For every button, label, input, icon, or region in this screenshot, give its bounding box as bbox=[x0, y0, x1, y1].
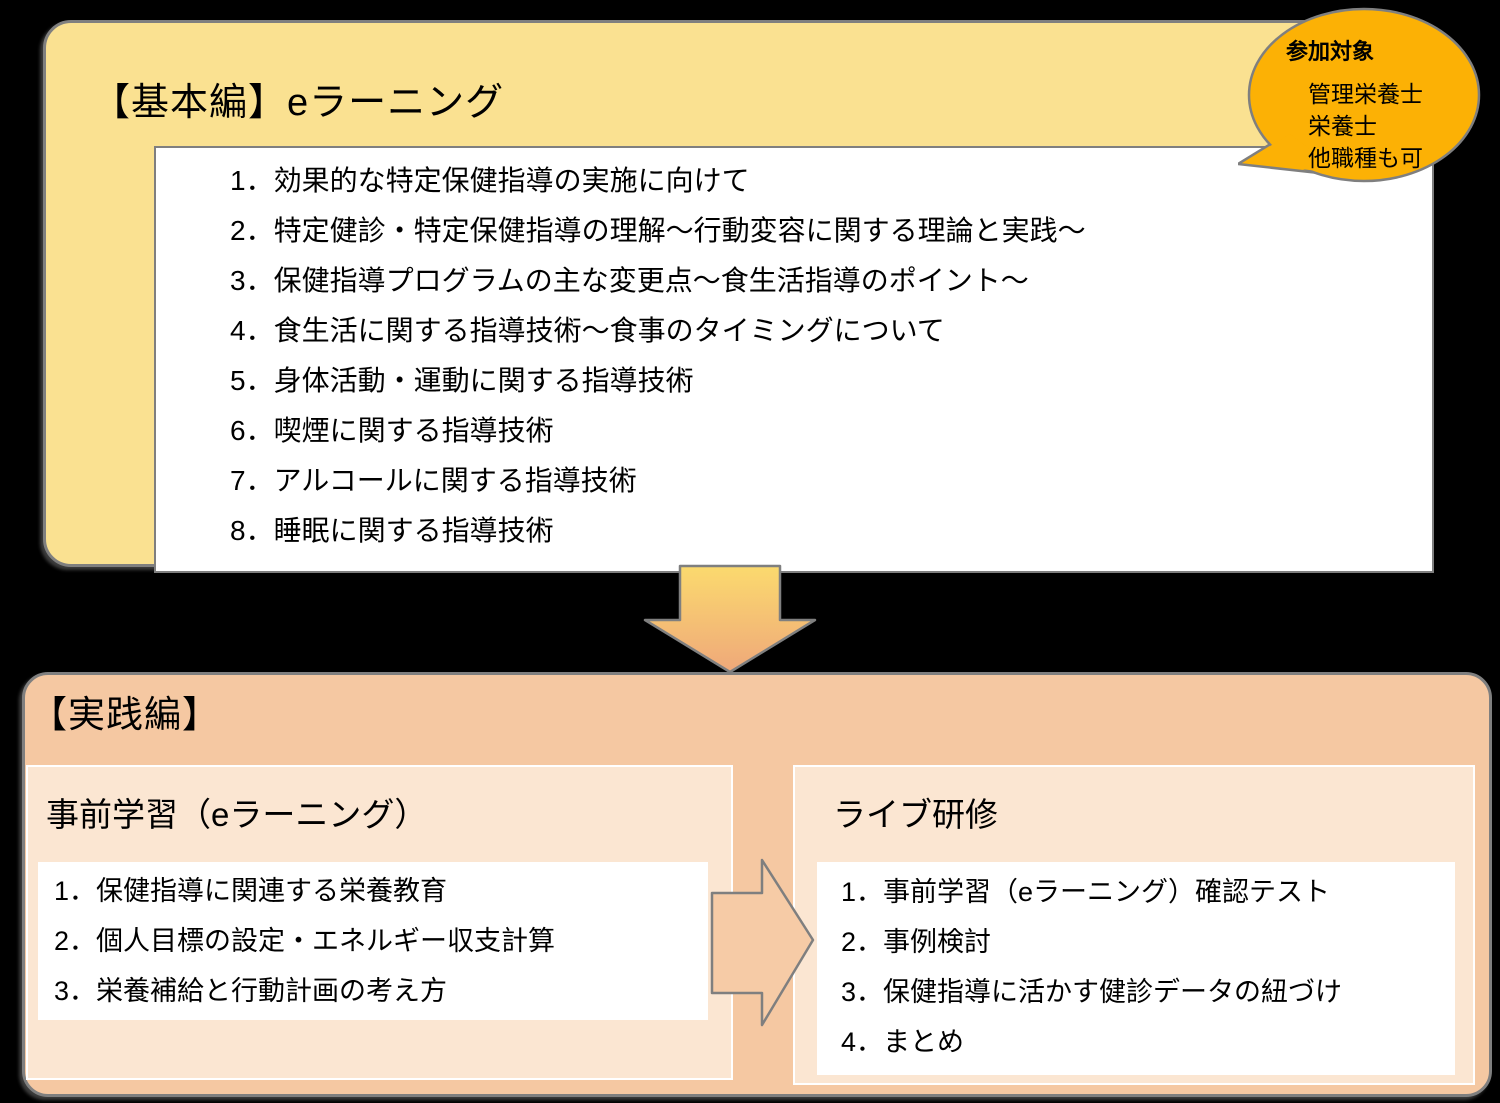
callout-list: 管理栄養士 栄養士 他職種も可 bbox=[1308, 78, 1423, 174]
callout-item: 管理栄養士 bbox=[1308, 81, 1423, 107]
basic-list: 1．効果的な特定保健指導の実施に向けて 2．特定健診・特定保健指導の理解～行動変… bbox=[156, 156, 1432, 556]
live-training-item: 4．まとめ bbox=[841, 1027, 965, 1057]
speech-bubble-shape bbox=[1238, 7, 1481, 183]
basic-list-item: 2．特定健診・特定保健指導の理解～行動変容に関する理論と実践～ bbox=[230, 215, 1086, 246]
right-arrow-icon bbox=[710, 858, 815, 1027]
basic-list-item: 7．アルコールに関する指導技術 bbox=[230, 465, 637, 496]
live-training-item: 1．事前学習（eラーニング）確認テスト bbox=[841, 877, 1331, 907]
pre-learning-list-panel: 1．保健指導に関連する栄養教育 2．個人目標の設定・エネルギー収支計算 3．栄養… bbox=[38, 862, 708, 1020]
participants-callout-bubble: 参加対象 管理栄養士 栄養士 他職種も可 bbox=[1238, 4, 1486, 196]
basic-list-item: 5．身体活動・運動に関する指導技術 bbox=[230, 365, 694, 396]
live-training-item: 2．事例検討 bbox=[841, 927, 992, 957]
basic-list-item: 3．保健指導プログラムの主な変更点～食生活指導のポイント～ bbox=[230, 265, 1029, 296]
basic-section-box: 【基本編】eラーニング 1．効果的な特定保健指導の実施に向けて 2．特定健診・特… bbox=[43, 20, 1434, 573]
live-training-list-panel: 1．事前学習（eラーニング）確認テスト 2．事例検討 3．保健指導に活かす健診デ… bbox=[817, 862, 1455, 1075]
basic-list-item: 8．睡眠に関する指導技術 bbox=[230, 515, 554, 546]
live-training-item: 3．保健指導に活かす健診データの紐づけ bbox=[841, 977, 1343, 1007]
basic-list-item: 6．喫煙に関する指導技術 bbox=[230, 415, 554, 446]
pre-learning-item: 2．個人目標の設定・エネルギー収支計算 bbox=[54, 926, 556, 956]
pre-learning-title: 事前学習（eラーニング） bbox=[46, 796, 428, 833]
basic-list-panel: 1．効果的な特定保健指導の実施に向けて 2．特定健診・特定保健指導の理解～行動変… bbox=[154, 146, 1434, 573]
basic-section-title: 【基本編】eラーニング bbox=[92, 82, 505, 124]
pre-learning-item: 3．栄養補給と行動計画の考え方 bbox=[54, 976, 448, 1006]
callout-item: 栄養士 bbox=[1308, 113, 1377, 139]
basic-list-item: 1．効果的な特定保健指導の実施に向けて bbox=[230, 165, 750, 196]
callout-title: 参加対象 bbox=[1286, 39, 1375, 64]
basic-list-item: 4．食生活に関する指導技術～食事のタイミングについて bbox=[230, 315, 945, 346]
practice-section-title: 【実践編】 bbox=[30, 694, 220, 735]
pre-learning-item: 1．保健指導に関連する栄養教育 bbox=[54, 876, 448, 906]
callout-item: 他職種も可 bbox=[1308, 145, 1423, 171]
live-training-title: ライブ研修 bbox=[833, 796, 998, 833]
down-arrow-icon bbox=[643, 564, 817, 674]
